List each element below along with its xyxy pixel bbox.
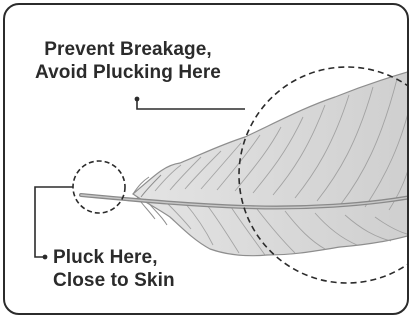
avoid-plucking-callout: Prevent Breakage, Avoid Plucking Here [18, 38, 238, 84]
top-leader-line [137, 99, 245, 109]
pluck-callout-line-2: Close to Skin [53, 269, 175, 292]
avoid-callout-line-1: Prevent Breakage, [18, 38, 238, 61]
bottom-leader-dot [43, 255, 48, 260]
pluck-here-callout: Pluck Here, Close to Skin [53, 246, 175, 292]
top-leader-dot [135, 97, 140, 102]
avoid-callout-line-2: Avoid Plucking Here [18, 61, 238, 84]
pluck-callout-line-1: Pluck Here, [53, 246, 175, 269]
pluck-zone-circle [73, 161, 125, 213]
